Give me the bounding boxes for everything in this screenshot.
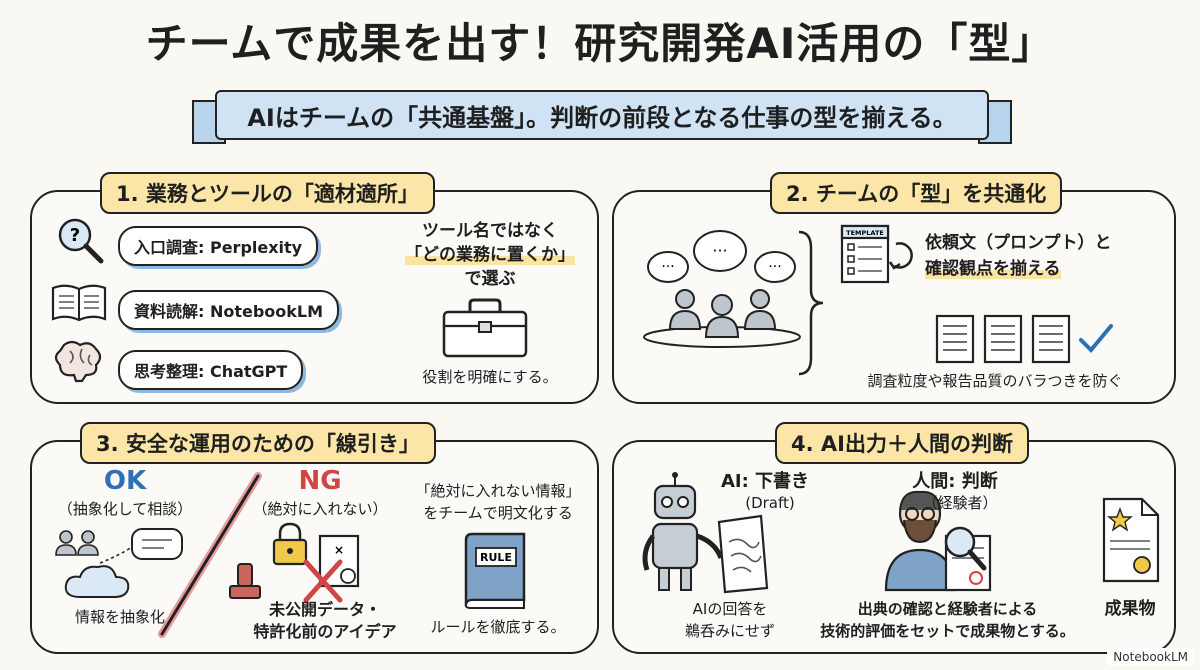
ng-caption-1: 未公開データ・ [268,600,381,619]
svg-text:···: ··· [712,241,727,260]
svg-text:···: ··· [661,259,674,275]
human-subtitle: （経験者） [922,494,998,512]
rule-note-2: をチームで明文化する [423,504,573,522]
curly-brace-icon [798,230,824,376]
rule-caption: ルールを徹底する。 [430,618,566,636]
open-book-icon [51,284,107,322]
panel-ai-human-title: 4. AI出力＋人間の判断 [775,422,1029,464]
notebooklm-watermark: NotebookLM [1107,648,1194,666]
abstracted-chat-cloud-icon [55,528,183,598]
ok-label: OK [103,466,147,496]
divider-slash [158,472,262,638]
subtitle-banner: AIはチームの「共通基盤」。判断の前段となる仕事の型を揃える。 [215,90,989,140]
tool-pill-perplexity: 入口調査: Perplexity [118,226,319,266]
rule-book-label: RULE [480,551,512,564]
svg-text:?: ? [70,225,80,246]
template-line-2: 確認観点を揃える [925,259,1061,279]
uniform-documents-icon [935,314,1113,364]
ng-label: NG [298,466,342,496]
human-label: 人間: 判断 [912,471,998,492]
certificate-icon [1102,497,1160,583]
ai-subtitle: (Draft) [745,494,795,512]
svg-text:···: ··· [768,259,781,275]
robot-writing-icon [642,472,769,594]
panel-safety-rules-title: 3. 安全な運用のための「線引き」 [80,422,436,464]
locked-confidential-icon: × [229,522,360,603]
tool-pill-notebooklm: 資料読解: NotebookLM [118,290,340,330]
panel-team-template-title: 2. チームの「型」を共通化 [770,172,1063,214]
tool-role-caption: 役割を明確にする。 [422,368,558,386]
ok-caption: 情報を抽象化 [74,608,165,626]
tool-selection-note-2: 「どの業務に置くか」 [405,245,575,265]
panel-team-template [612,190,1176,404]
human-caption-2: 技術的評価をセットで成果物とする。 [820,622,1075,640]
page-title: チームで成果を出す！研究開発AI活用の「型」 [145,19,1055,68]
tool-selection-note-3: で選ぶ [464,269,516,289]
tool-selection-note-1: ツール名ではなく [422,221,558,241]
tool-pill-chatgpt: 思考整理: ChatGPT [118,350,304,390]
team-discussion-icon: ··· ··· ··· [643,230,801,348]
magnifier-question-icon: ? [58,218,104,264]
human-caption-1: 出典の確認と経験者による [857,600,1038,618]
ok-subtitle: （抽象化して相談） [57,500,193,518]
rule-book-icon: RULE [464,532,526,609]
ng-subtitle: （絶対に入れない） [252,500,388,518]
ai-caption-1: AIの回答を [692,600,768,618]
template-label: TEMPLATE [846,229,884,237]
brain-icon [54,340,102,383]
template-caption: 調査粒度や報告品質のバラつきを防ぐ [867,372,1123,390]
ng-caption-2: 特許化前のアイデア [253,622,397,641]
rule-note-1: 「絶対に入れない情報」 [415,482,581,500]
result-label: 成果物 [1104,599,1156,619]
expert-reviewer-icon [884,490,992,592]
panel-ai-human [612,440,1176,654]
ai-label: AI: 下書き [720,471,810,492]
template-document-icon: TEMPLATE [840,224,913,284]
panel-tools-title: 1. 業務とツールの「適材適所」 [100,172,435,214]
toolbox-icon [442,298,528,358]
ai-caption-2: 鵜呑みにせず [684,622,775,640]
template-line-1: 依頼文（プロンプト）と [925,233,1112,253]
svg-text:×: × [334,543,344,557]
